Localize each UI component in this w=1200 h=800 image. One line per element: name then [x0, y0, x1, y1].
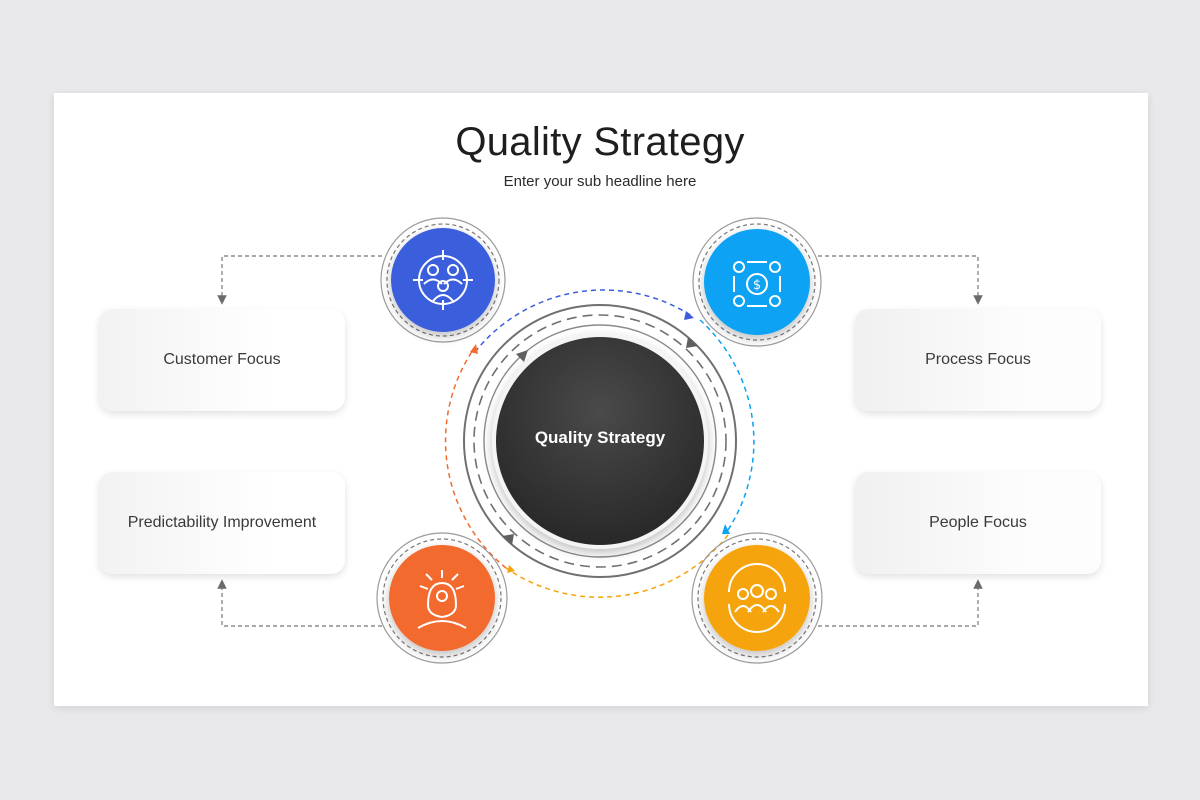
focus-head-icon: [417, 570, 467, 629]
process-gears-dollar-icon: $: [733, 261, 781, 307]
hub-rings: [463, 304, 737, 578]
card-customer-focus: Customer Focus: [99, 309, 345, 411]
card-label: Customer Focus: [163, 351, 281, 368]
customer-target-icon: [413, 250, 473, 310]
node-predictability: [376, 532, 508, 664]
hub-label: Quality Strategy: [534, 428, 666, 447]
team-group-icon: [728, 563, 786, 633]
svg-text:$: $: [753, 278, 761, 293]
hub-circle: [492, 333, 708, 549]
card-label: Predictability Improvement: [127, 514, 317, 531]
node-customer: [380, 217, 506, 343]
node-people: [691, 532, 823, 664]
card-label: Process Focus: [925, 351, 1031, 368]
card-label: People Focus: [929, 514, 1027, 531]
connector-customer: [217, 255, 382, 305]
connector-process: [818, 255, 983, 305]
card-predictability-improvement: Predictability Improvement: [99, 472, 345, 574]
connector-people: [818, 579, 983, 627]
slide-title: Quality Strategy: [455, 120, 745, 164]
hub-color-arcs: [444, 289, 755, 598]
card-process-focus: Process Focus: [855, 309, 1101, 411]
connector-predictability: [217, 579, 382, 627]
node-process: $: [692, 217, 822, 347]
card-people-focus: People Focus: [855, 472, 1101, 574]
slide-subtitle: Enter your sub headline here: [503, 173, 697, 190]
